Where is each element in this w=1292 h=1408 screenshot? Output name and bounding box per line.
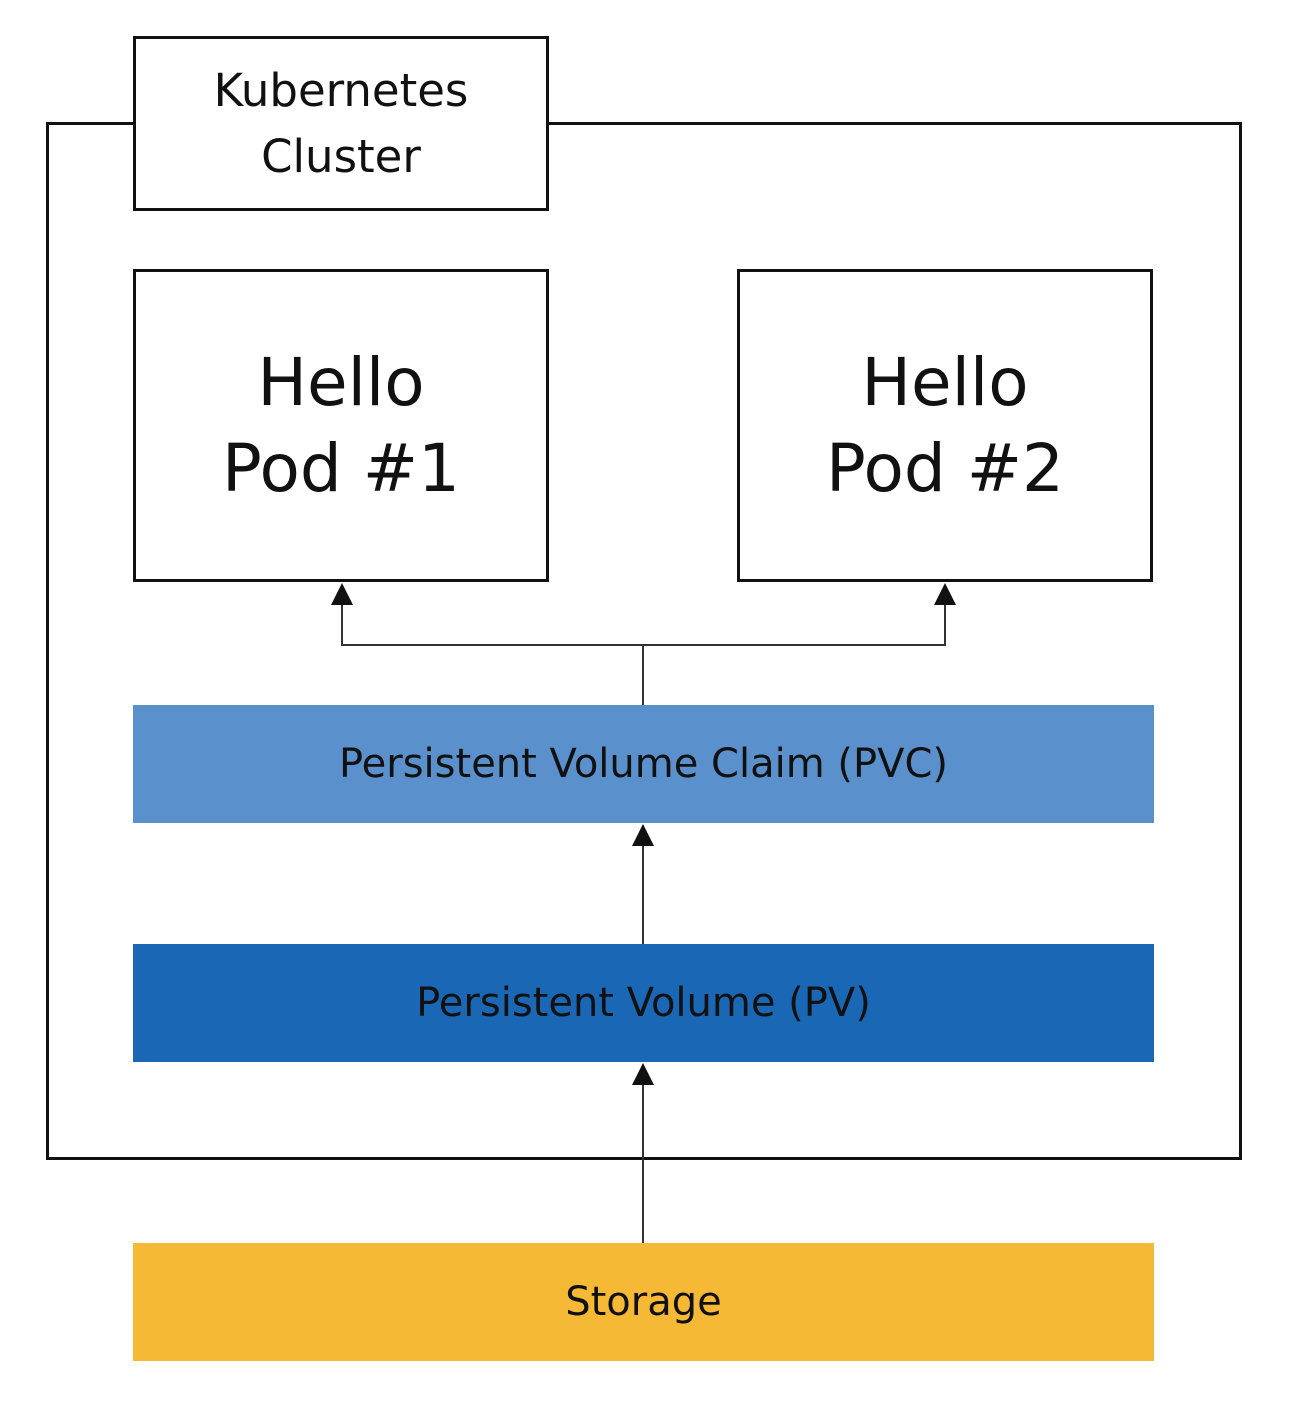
- pod-1-arrowhead: [331, 583, 353, 605]
- pod-2-line2: Pod #2: [826, 429, 1064, 507]
- pod-2-box: Hello Pod #2: [737, 269, 1153, 582]
- storage-bar: Storage: [133, 1243, 1154, 1361]
- pvc-to-pods-connector: [341, 604, 644, 705]
- pvc-label: Persistent Volume Claim (PVC): [338, 741, 949, 787]
- pvc-to-pod-2-connector: [643, 604, 946, 646]
- pod-1-box: Hello Pod #1: [133, 269, 549, 582]
- storage-label: Storage: [565, 1279, 722, 1325]
- cluster-label-line2: Cluster: [261, 129, 421, 183]
- pv-arrowhead: [632, 1063, 654, 1085]
- cluster-label: Kubernetes Cluster: [133, 36, 549, 211]
- pod-1-line1: Hello: [257, 343, 425, 421]
- cluster-label-line1: Kubernetes: [213, 63, 469, 117]
- pod-1-line2: Pod #1: [222, 429, 460, 507]
- pvc-arrowhead: [632, 824, 654, 846]
- pod-2-line1: Hello: [861, 343, 1029, 421]
- pod-2-arrowhead: [934, 583, 956, 605]
- pvc-bar: Persistent Volume Claim (PVC): [133, 705, 1154, 823]
- pv-bar: Persistent Volume (PV): [133, 944, 1154, 1062]
- pv-label: Persistent Volume (PV): [416, 980, 871, 1026]
